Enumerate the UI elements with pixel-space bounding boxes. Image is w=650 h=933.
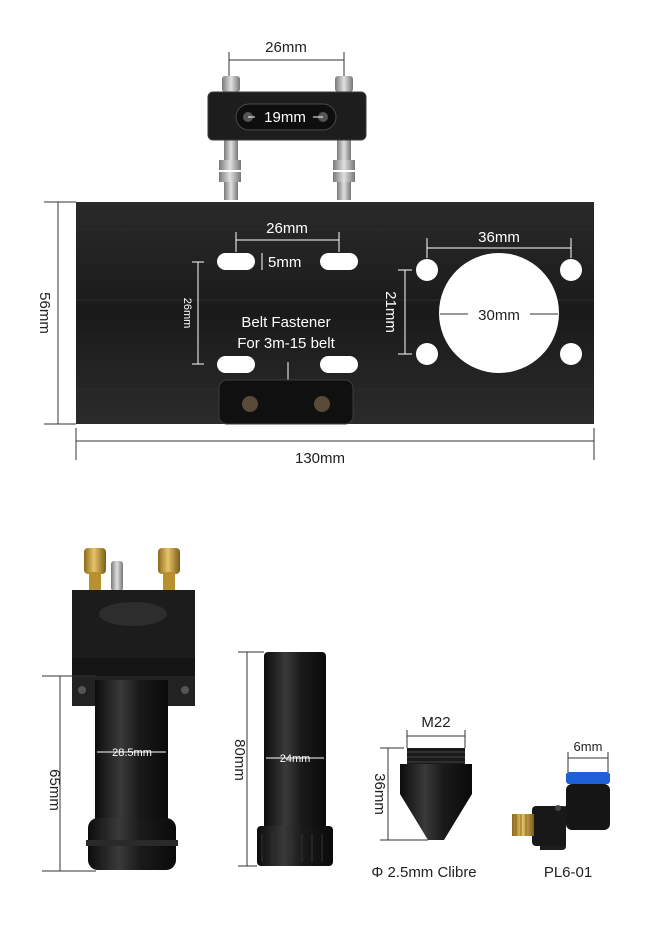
carriage-width-label: 26mm — [265, 39, 307, 56]
laser-head: 28.5mm 65mm — [42, 548, 195, 872]
plate-height-label: 56mm — [36, 292, 53, 334]
slot-top-left — [217, 253, 255, 270]
nozzle-thread-label: M22 — [421, 714, 450, 731]
slot-top-right — [320, 253, 358, 270]
head-height-label: 65mm — [46, 769, 63, 811]
fitting-size-label: 6mm — [574, 739, 603, 754]
hole-spacing-horizontal-label: 36mm — [478, 229, 520, 246]
fitting-caption: PL6-01 — [544, 864, 592, 881]
air-nozzle: M22 36mm Φ 2.5mm Clibre — [371, 714, 477, 881]
nozzle-caption: Φ 2.5mm Clibre — [371, 864, 476, 881]
mounting-plate: 26mm 5mm 26mm Belt Fastener For 3m-15 be… — [76, 202, 594, 425]
slot-bottom-right — [320, 356, 358, 373]
belt-fastener-subtitle: For 3m-15 belt — [237, 335, 335, 352]
lens-tube: 24mm 80mm — [231, 651, 333, 867]
tube-diameter-label: 24mm — [280, 753, 311, 765]
adjustment-screws — [219, 76, 355, 200]
belt-clamp-block: 19mm — [207, 91, 367, 141]
plate-width-dimension: 130mm — [75, 428, 595, 467]
belt-fastener-title: Belt Fastener — [241, 314, 330, 331]
clamp-width-label: 19mm — [264, 109, 306, 126]
plate-width-label: 130mm — [295, 450, 345, 467]
slot-spacing-label: 26mm — [266, 220, 308, 237]
slot-height-label: 26mm — [181, 298, 193, 329]
tube-height-label: 80mm — [231, 739, 248, 781]
head-diameter-label: 28.5mm — [112, 747, 152, 759]
carriage-width-dimension: 26mm — [228, 39, 345, 82]
push-fitting: 6mm PL6-01 — [512, 739, 610, 881]
plate-height-dimension: 56mm — [36, 201, 76, 425]
carriage-plate-assembly: 26mm 19mm — [36, 39, 595, 467]
center-hole-diameter-label: 30mm — [478, 307, 520, 324]
nozzle-height-label: 36mm — [371, 773, 388, 815]
hole-spacing-vertical-label: 21mm — [382, 291, 399, 333]
slot-width-label: 5mm — [268, 254, 301, 271]
slot-bottom-left — [217, 356, 255, 373]
